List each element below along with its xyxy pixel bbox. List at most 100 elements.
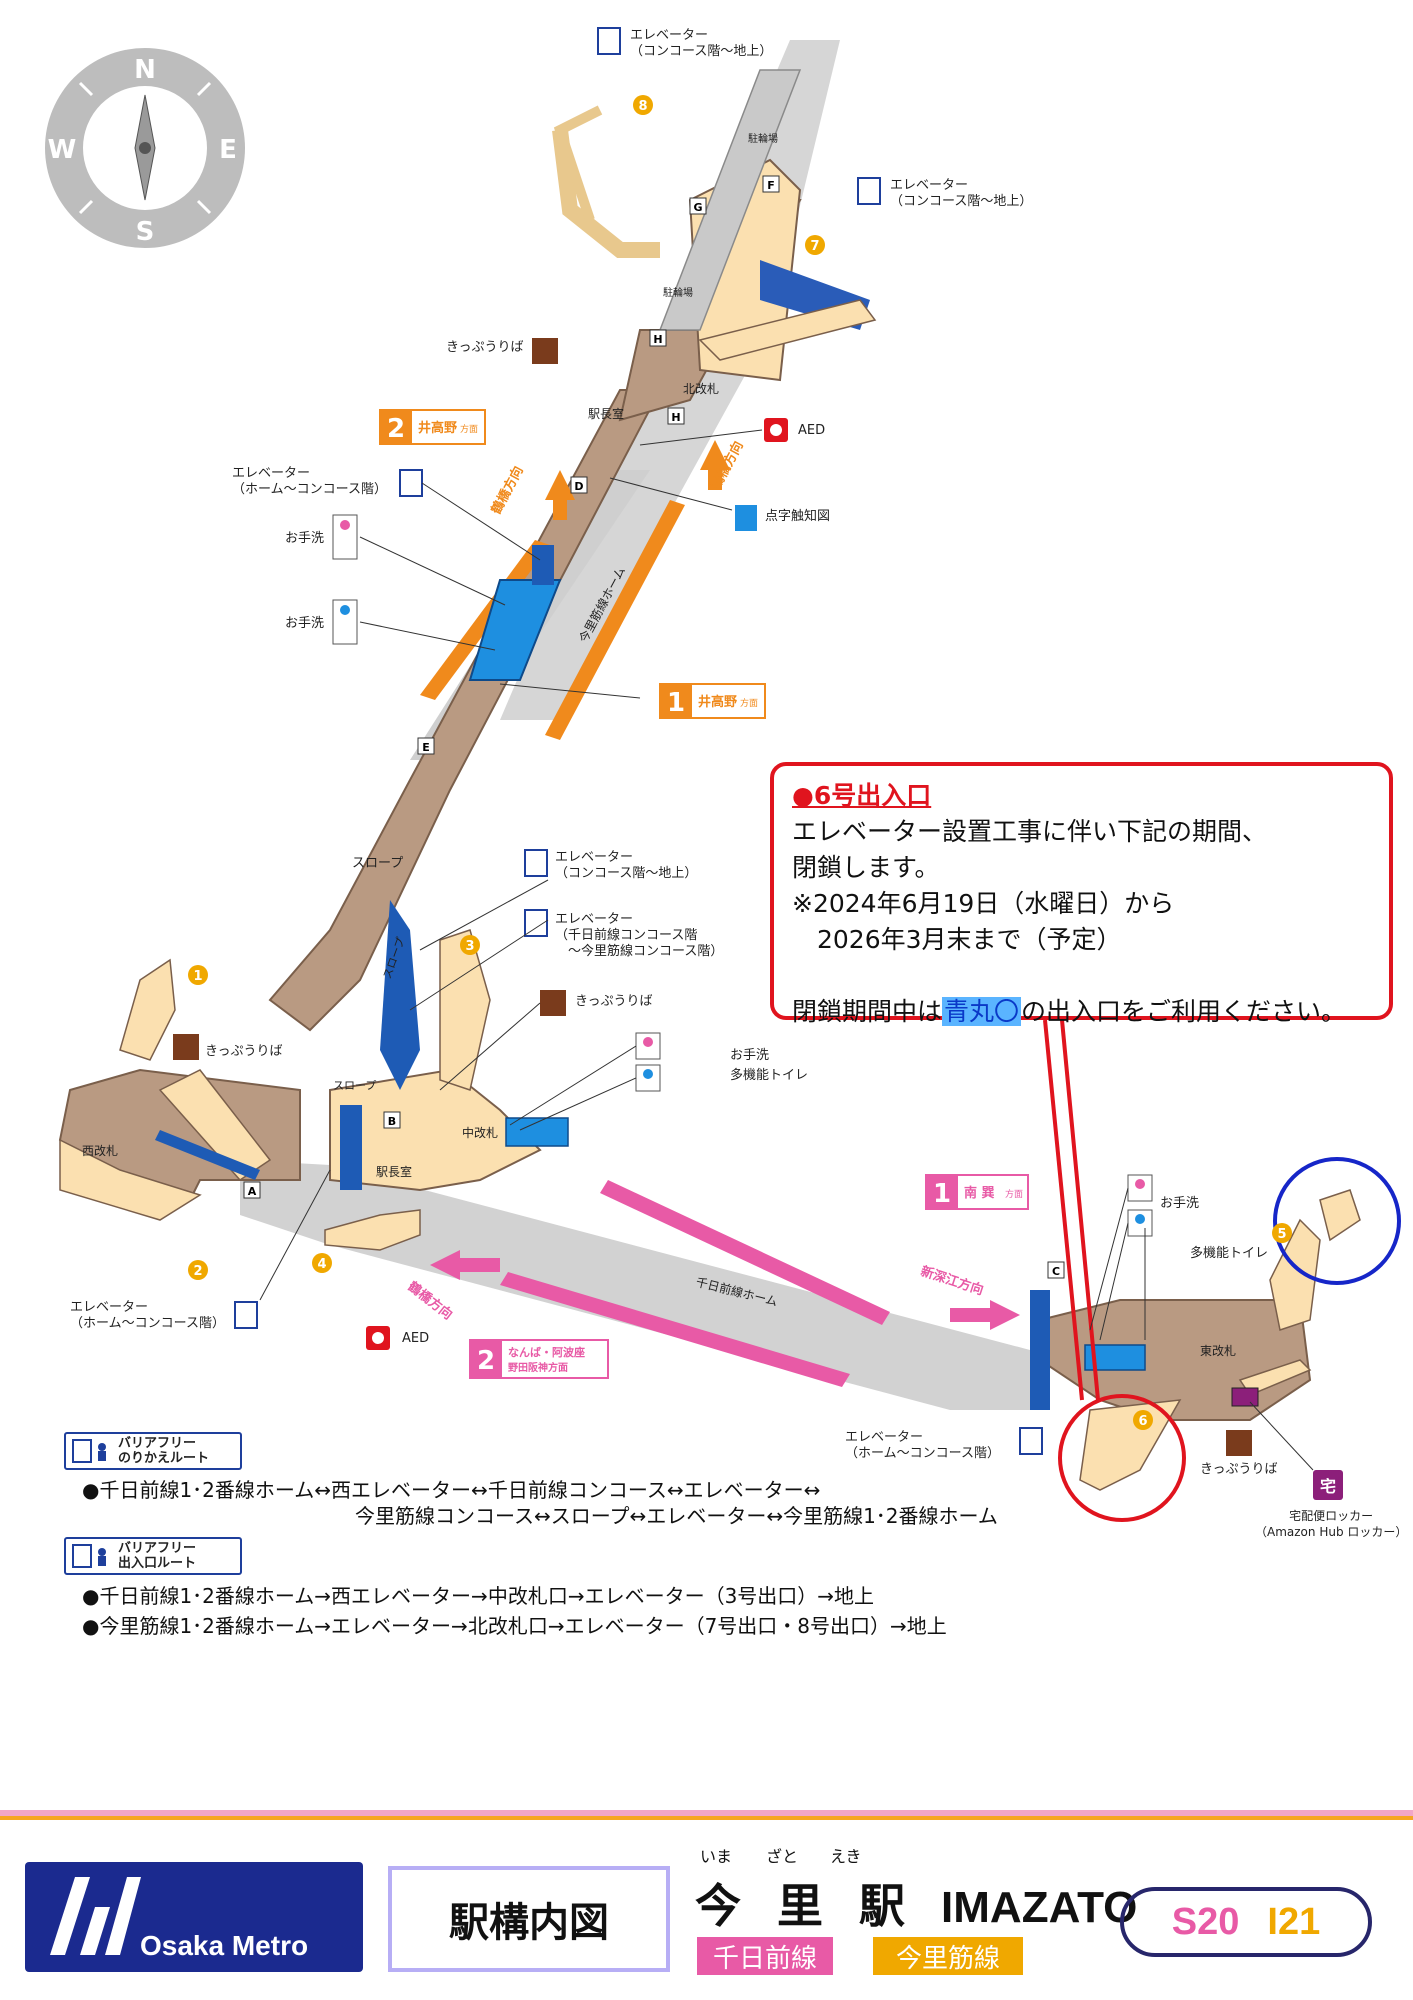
north-gate-label: 北改札 <box>683 382 720 396</box>
east-gate-label: 東改札 <box>1200 1344 1237 1358</box>
aed-label-1: AED <box>798 423 826 438</box>
ruby-zato: ざと <box>766 1847 799 1866</box>
transfer-route-1: ●千日前線1･2番線ホーム↔西エレベーター↔千日前線コンコース↔エレベーター↔ <box>82 1478 821 1502</box>
sennichimae-track <box>240 1160 1030 1410</box>
legend-exit-a: バリアフリー <box>118 1541 197 1556</box>
platform-1-imazato-number: 1 <box>667 688 685 718</box>
exit-route-1: ●千日前線1･2番線ホーム→西エレベーター→中改札口→エレベーター（3号出口）→… <box>82 1584 875 1608</box>
platform-2-imazato-hoomen: 方面 <box>460 423 478 435</box>
notice-highlight: 青丸〇 <box>942 997 1022 1026</box>
platform-edge-1-sennichi <box>600 1180 890 1325</box>
platform-edge-1-imazato <box>545 500 685 740</box>
arrow-right-sennichi <box>950 1300 1020 1330</box>
middle-gate-label: 中改札 <box>462 1126 499 1140</box>
platform-edge-2-sennichi <box>500 1272 850 1387</box>
letter-g: G <box>693 201 702 214</box>
exit-6-stairs <box>1079 1399 1182 1491</box>
transfer-route-2: 今里筋線コンコース↔スロープ↔エレベーター↔今里筋線1･2番線ホーム <box>355 1504 998 1528</box>
line-tag-sennichimae: 千日前線 <box>697 1937 833 1975</box>
letter-e: E <box>422 741 430 754</box>
delivery-locker-glyph: 宅 <box>1320 1477 1336 1496</box>
platform-2-sennichi-number: 2 <box>477 1346 495 1376</box>
notice-line-5c: の出入口をご利用ください。 <box>1021 997 1347 1026</box>
ruby-ima: いま <box>700 1847 733 1866</box>
elevator-7-label: エレベーター （コンコース階～地上） <box>890 178 1033 209</box>
elevator-8-label: エレベーター （コンコース階～地上） <box>630 28 773 59</box>
washroom-label-3: お手洗 <box>730 1048 770 1063</box>
exit-8-stairs <box>552 129 660 258</box>
exit-number-markers <box>188 95 1292 1430</box>
exit-2-number: 2 <box>193 1264 202 1279</box>
notice-line-4: 2026年3月末まで（予定） <box>792 925 1122 954</box>
compass-s: S <box>136 217 155 247</box>
elevator-3-label: エレベーター （コンコース階～地上） <box>555 850 698 881</box>
ticket-label-1: きっぷうりば <box>446 340 524 355</box>
elevator-east-label: エレベーター （ホーム～コンコース階） <box>845 1430 1000 1461</box>
exit-1-number: 1 <box>193 969 202 984</box>
closed-exit-circle <box>1058 1394 1186 1522</box>
elevator-home-concourse-label: エレベーター （ホーム～コンコース階） <box>232 466 387 497</box>
footer-divider-orange <box>0 1816 1413 1820</box>
letter-b: B <box>388 1115 396 1128</box>
platform-1-imazato-hoomen: 方面 <box>740 697 758 709</box>
arrow-left-sennichi <box>430 1250 500 1280</box>
letter-h-2: H <box>671 411 680 424</box>
platform-1-imazato-dest: 井高野 <box>698 694 737 710</box>
bike-parking <box>658 69 802 331</box>
ticket-label-2: きっぷうりば <box>205 1044 283 1059</box>
letter-c: C <box>1052 1265 1060 1278</box>
arrow-up-imazato-2 <box>700 440 730 490</box>
exit-8-number: 8 <box>638 99 647 114</box>
west-gate-label: 西改札 <box>82 1144 119 1158</box>
ticket-label-3: きっぷうりば <box>575 994 653 1009</box>
compass-w: W <box>48 135 77 165</box>
platform-1-sennichi-hoomen: 方面 <box>1005 1188 1023 1200</box>
elevator-west-label: エレベーター （ホーム～コンコース階） <box>70 1300 225 1331</box>
notice-pointer <box>1043 1019 1084 1401</box>
station-name: 今 里 駅 IMAZATO <box>695 1870 1137 1936</box>
locker-marker <box>1231 1387 1259 1407</box>
elevator-icon <box>234 27 1043 1455</box>
elevator-west <box>340 1105 362 1190</box>
station-codes: S20 I21 <box>1120 1887 1372 1957</box>
exit-3-number: 3 <box>465 939 474 954</box>
west-escalator <box>155 1130 260 1180</box>
letter-f: F <box>767 179 775 192</box>
notice-line-3: ※2024年6月19日（水曜日）から <box>792 889 1175 918</box>
arrow-up-imazato-1 <box>545 470 575 520</box>
elevator-east <box>1030 1290 1050 1410</box>
logo-text: Osaka Metro <box>140 1930 309 1961</box>
imazatosuji-concourse <box>268 389 662 1032</box>
braille-label: 点字触知図 <box>765 509 831 524</box>
elevator-platform-imazato <box>532 545 554 585</box>
platform-2-imazato-dest: 井高野 <box>418 420 457 436</box>
notice-title: ●6号出入口 <box>792 781 932 810</box>
compass-n: N <box>134 55 156 85</box>
washroom-label-1: お手洗 <box>285 531 325 546</box>
elevator-transfer-label: エレベーター （千日前線コンコース階 ～今里筋線コンコース階） <box>555 912 724 959</box>
exit-4-number: 4 <box>317 1257 326 1272</box>
ruby-eki: えき <box>830 1847 862 1866</box>
exit-6-number: 6 <box>1138 1414 1147 1429</box>
barrier-free-icon <box>72 1544 106 1568</box>
multi-toilet-label-2: 多機能トイレ <box>1190 1246 1269 1261</box>
code-imazatosuji: I21 <box>1267 1900 1321 1943</box>
compass-e: E <box>219 135 237 165</box>
bike-parking-label-1: 駐輪場 <box>748 134 778 145</box>
aed-icon <box>366 418 788 1350</box>
letter-d: D <box>574 480 583 493</box>
delivery-locker-icon <box>1313 1470 1343 1500</box>
elevator-middle <box>380 900 420 1090</box>
closure-notice: ●6号出入口 エレベーター設置工事に伴い下記の期間、 閉鎖します。 ※2024年… <box>770 762 1393 1026</box>
platform-2-sennichi-dest-b: 野田阪神方面 <box>508 1361 568 1374</box>
ticket-machine-icon <box>173 338 1252 1456</box>
legend-transfer-badge: バリアフリーのりかえルート <box>64 1432 242 1470</box>
slope-label-2: スロープ <box>333 1079 377 1092</box>
barrier-free-icon <box>72 1439 106 1463</box>
legend-exit-b: 出入口ルート <box>118 1556 197 1571</box>
delivery-locker-label: 宅配便ロッカー （Amazon Hub ロッカー） <box>1255 1509 1408 1539</box>
exit-3-stairs <box>439 929 491 1091</box>
osaka-metro-logo <box>25 1862 363 1972</box>
station-office-1: 駅長室 <box>588 407 625 421</box>
platform-1-sennichi-dest: 南 巽 <box>964 1185 995 1201</box>
